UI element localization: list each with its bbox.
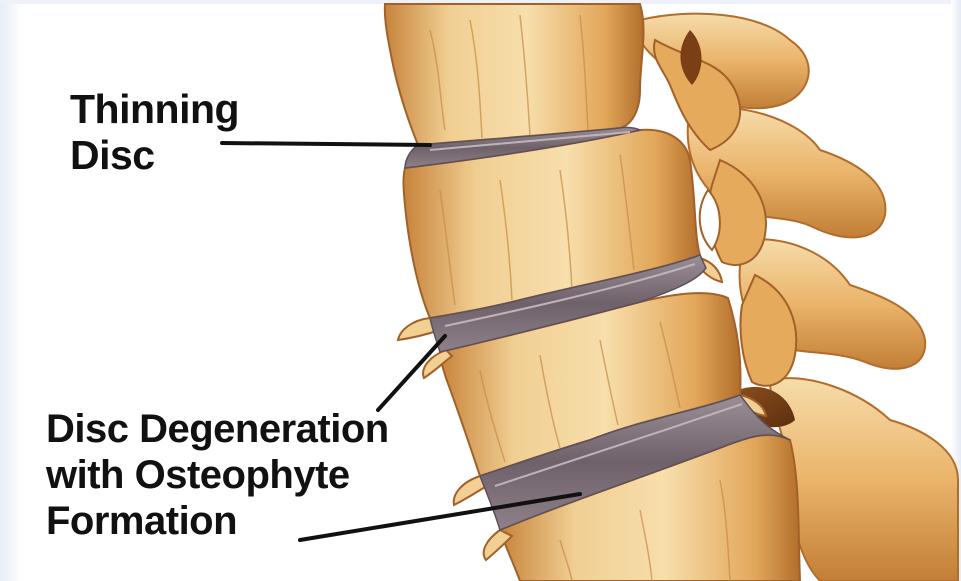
label-degeneration-line-3: Formation: [46, 498, 389, 544]
leader-line-thinning-disc: [222, 143, 430, 145]
label-thinning-line-1: Thinning: [70, 86, 239, 132]
vertebra-l1: [385, 4, 644, 145]
leader-line-degeneration: [378, 336, 445, 410]
label-degeneration-line-1: Disc Degeneration: [46, 406, 389, 452]
label-degeneration-line-2: with Osteophyte: [46, 452, 389, 498]
label-thinning-line-2: Disc: [70, 132, 239, 178]
label-disc-degeneration: Disc Degeneration with Osteophyte Format…: [46, 406, 389, 544]
label-thinning-disc: Thinning Disc: [70, 86, 239, 178]
